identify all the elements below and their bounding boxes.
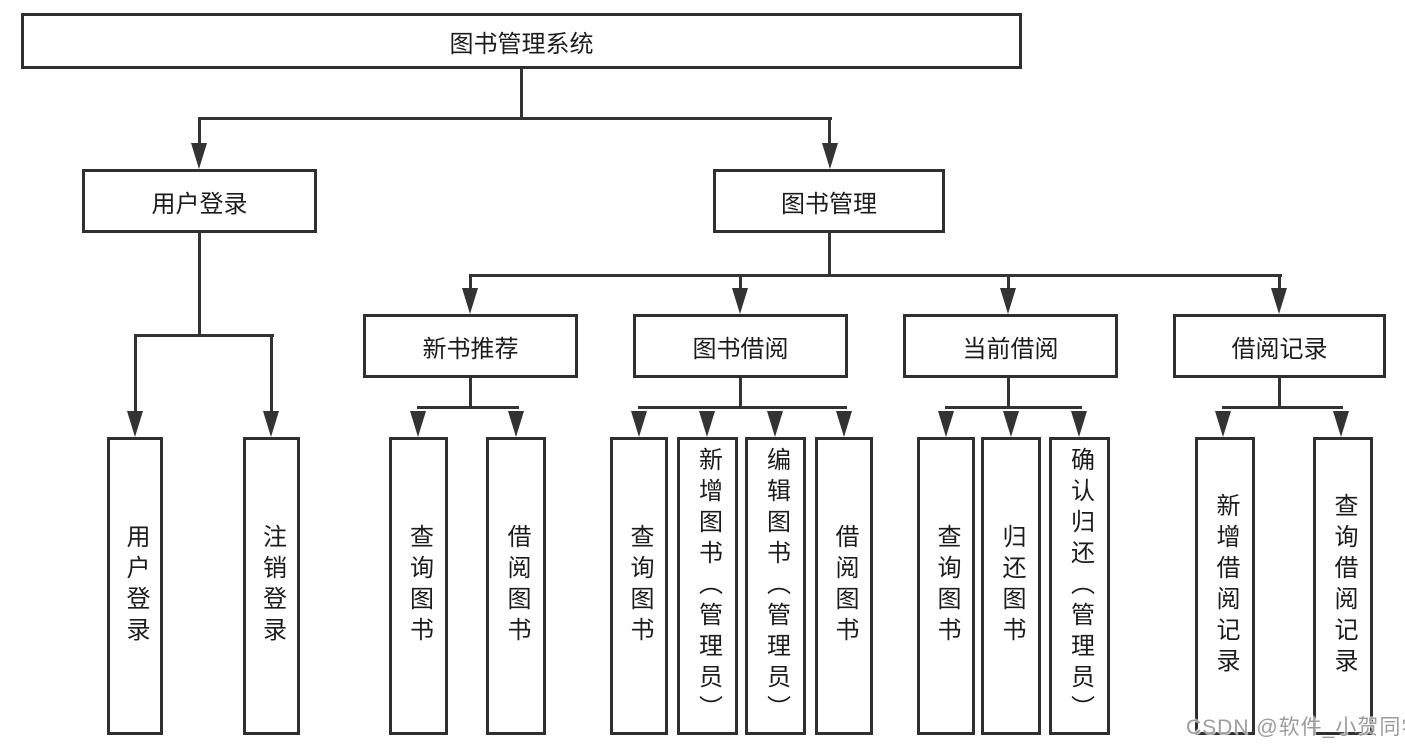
connector-drop-current-borrowing xyxy=(1007,274,1010,290)
connector-level2-split xyxy=(198,117,832,120)
node-leaf-logout: 注销登录 xyxy=(243,437,300,735)
node-leaf-records-query-record: 查询借阅记录 xyxy=(1313,437,1373,735)
connector-book-borrowing-split xyxy=(638,406,847,409)
arrowhead-down-icon xyxy=(191,143,207,169)
connector-root-stem xyxy=(520,69,523,118)
watermark: CSDN @软件_小贺同学 xyxy=(1186,716,1405,739)
node-current-borrowing: 当前借阅 xyxy=(903,314,1118,378)
arrowhead-down-icon xyxy=(263,411,279,437)
connector-book-management-stem xyxy=(828,233,831,277)
arrowhead-down-icon xyxy=(1071,411,1087,437)
arrowhead-down-icon xyxy=(1003,411,1019,437)
connector-new-book-recommend-stem xyxy=(469,378,472,409)
connector-drop-leaf-user-login xyxy=(134,334,137,412)
arrowhead-down-icon xyxy=(462,288,478,314)
node-book-management: 图书管理 xyxy=(713,169,945,233)
arrowhead-down-icon xyxy=(822,143,838,169)
node-leaf-borrowing-edit-books-admin: 编辑图书（管理员） xyxy=(745,437,806,735)
connector-current-borrowing-stem xyxy=(1007,378,1010,409)
arrowhead-down-icon xyxy=(767,411,783,437)
node-leaf-current-query-books: 查询图书 xyxy=(917,437,975,735)
arrowhead-down-icon xyxy=(699,411,715,437)
connector-drop-leaf-logout xyxy=(270,334,273,412)
connector-drop-book-management xyxy=(828,117,831,147)
arrowhead-down-icon xyxy=(631,411,647,437)
arrowhead-down-icon xyxy=(508,411,524,437)
connector-level3-split xyxy=(469,274,1282,277)
node-leaf-recommend-query-books: 查询图书 xyxy=(389,437,448,735)
connector-new-book-recommend-split xyxy=(417,406,519,409)
connector-user-login-stem xyxy=(198,233,201,335)
arrowhead-down-icon xyxy=(1333,411,1349,437)
arrowhead-down-icon xyxy=(732,288,748,314)
node-leaf-user-login: 用户登录 xyxy=(107,437,163,735)
connector-drop-new-book-recommend xyxy=(469,274,472,290)
connector-current-borrowing-split xyxy=(945,406,1082,409)
connector-user-login-split xyxy=(134,334,274,337)
arrowhead-down-icon xyxy=(127,411,143,437)
node-new-book-recommend: 新书推荐 xyxy=(363,314,578,378)
node-leaf-borrowing-query-books: 查询图书 xyxy=(610,437,668,735)
arrowhead-down-icon xyxy=(1000,288,1016,314)
connector-drop-borrowing-records xyxy=(1278,274,1281,290)
connector-drop-user-login xyxy=(198,117,201,147)
node-user-login: 用户登录 xyxy=(82,169,317,233)
connector-borrowing-records-stem xyxy=(1278,378,1281,409)
arrowhead-down-icon xyxy=(938,411,954,437)
node-borrowing-records: 借阅记录 xyxy=(1173,314,1386,378)
node-leaf-borrowing-add-books-admin: 新增图书（管理员） xyxy=(677,437,738,735)
node-leaf-borrowing-borrow-books: 借阅图书 xyxy=(815,437,873,735)
arrowhead-down-icon xyxy=(1215,411,1231,437)
arrowhead-down-icon xyxy=(836,411,852,437)
node-book-borrowing: 图书借阅 xyxy=(633,314,848,378)
node-leaf-records-add-record: 新增借阅记录 xyxy=(1195,437,1255,735)
node-leaf-current-return-books: 归还图书 xyxy=(981,437,1041,735)
arrowhead-down-icon xyxy=(1271,288,1287,314)
connector-drop-book-borrowing xyxy=(739,274,742,290)
connector-borrowing-records-split xyxy=(1222,406,1343,409)
node-leaf-current-confirm-return-admin: 确认归还（管理员） xyxy=(1049,437,1110,735)
node-root: 图书管理系统 xyxy=(21,13,1022,69)
connector-book-borrowing-stem xyxy=(739,378,742,409)
arrowhead-down-icon xyxy=(410,411,426,437)
node-leaf-recommend-borrow-books: 借阅图书 xyxy=(486,437,546,735)
